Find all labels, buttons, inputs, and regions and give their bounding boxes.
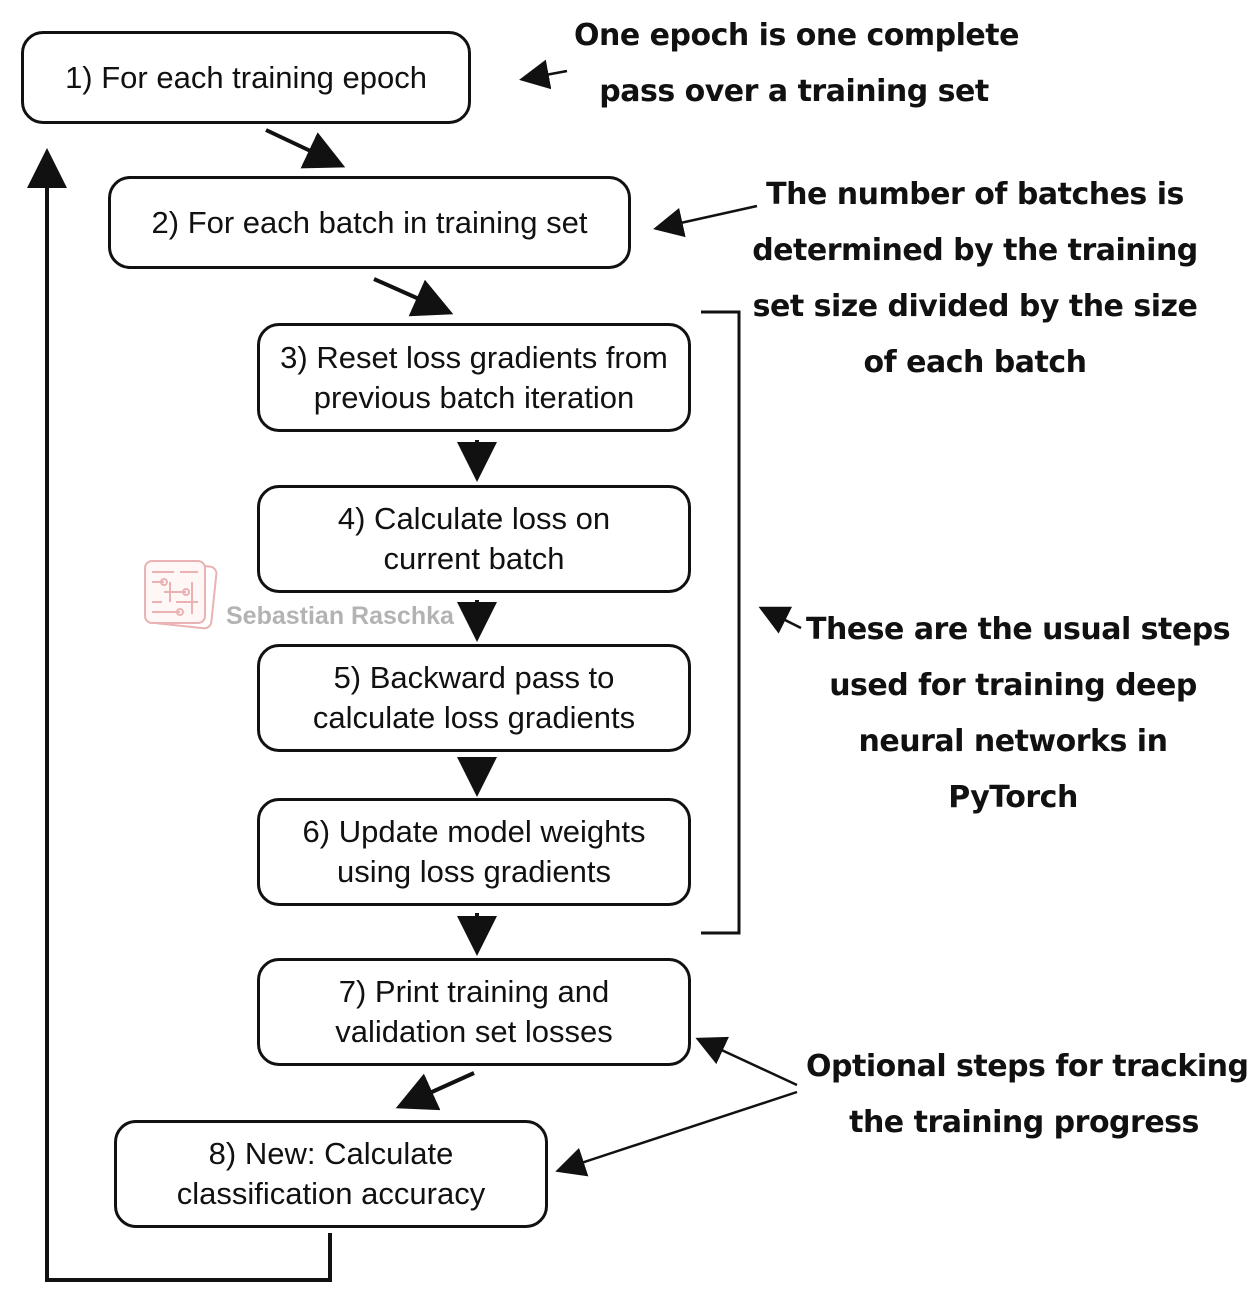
note-optional-line: the training progress: [849, 1105, 1199, 1140]
step-8-box: 8) New: Calculate classification accuracy: [114, 1120, 548, 1228]
note-usual-steps-line: PyTorch: [948, 780, 1078, 815]
arrow-optional-to-step7: [695, 1036, 798, 1087]
step-6-label-line: using loss gradients: [337, 854, 611, 889]
step-3-label-line: previous batch iteration: [313, 379, 635, 415]
watermark: Sebastian Raschka: [140, 558, 500, 638]
watermark-text: Sebastian Raschka: [226, 602, 454, 630]
step-1-label-line: 1) For each training epoch: [65, 59, 427, 95]
note-usual-steps: These are the usual steps used for traini…: [806, 602, 1231, 826]
step-4-label-line: current batch: [383, 541, 565, 576]
step-7-label-line: 7) Print training and: [338, 974, 610, 1009]
step-6-label-line: 6) Update model weights: [302, 814, 646, 849]
note-optional: Optional steps for tracking the training …: [806, 1039, 1248, 1151]
steps-bracket: [701, 310, 741, 935]
step-8-label-line: 8) New: Calculate: [208, 1136, 454, 1171]
step-7-label-line: validation set losses: [335, 1014, 613, 1049]
loop-back-line: [26, 148, 332, 1282]
note-optional-line: Optional steps for tracking: [806, 1049, 1248, 1084]
note-batches-line: set size divided by the size: [752, 289, 1198, 324]
step-3-label-line: 3) Reset loss gradients from: [280, 339, 668, 375]
step-6-box: 6) Update model weights using loss gradie…: [257, 798, 691, 906]
note-usual-steps-line: neural networks in: [858, 724, 1168, 759]
step-2-box: 2) For each batch in training set: [108, 176, 631, 269]
note-batches-line: determined by the training: [752, 233, 1198, 268]
step-5-label-line: calculate loss gradients: [312, 700, 636, 735]
note-epoch: One epoch is one complete pass over a tra…: [574, 8, 1019, 120]
step-4-box: 4) Calculate loss on current batch: [257, 485, 691, 593]
note-batches: The number of batches is determined by th…: [752, 167, 1198, 391]
step-5-label-line: 5) Backward pass to: [333, 660, 615, 695]
step-2-label-line: 2) For each batch in training set: [151, 204, 588, 240]
step-1-box: 1) For each training epoch: [21, 31, 471, 124]
note-epoch-line: pass over a training set: [599, 74, 989, 109]
arrow-step7-to-step8: [395, 1071, 475, 1111]
note-batches-line: The number of batches is: [766, 177, 1184, 212]
watermark-logo-icon: [144, 560, 218, 630]
arrow-epoch-note: [519, 59, 568, 90]
step-3-box: 3) Reset loss gradients from previous bat…: [257, 323, 691, 432]
note-epoch-line: One epoch is one complete: [574, 18, 1019, 53]
note-usual-steps-line: These are the usual steps: [806, 612, 1231, 647]
note-batches-line: of each batch: [863, 345, 1087, 380]
arrow-optional-to-step8: [555, 1090, 798, 1177]
step-4-label-line: 4) Calculate loss on: [337, 501, 611, 536]
arrow-usual-steps-note: [758, 606, 802, 634]
arrow-batches-note: [653, 204, 758, 238]
step-5-box: 5) Backward pass to calculate loss gradie…: [257, 644, 691, 752]
arrow-step1-to-step2: [265, 128, 346, 169]
step-8-label-line: classification accuracy: [176, 1176, 486, 1211]
step-7-box: 7) Print training and validation set loss…: [257, 958, 691, 1066]
note-usual-steps-line: used for training deep: [829, 668, 1197, 703]
arrow-step2-to-step3: [373, 277, 454, 317]
